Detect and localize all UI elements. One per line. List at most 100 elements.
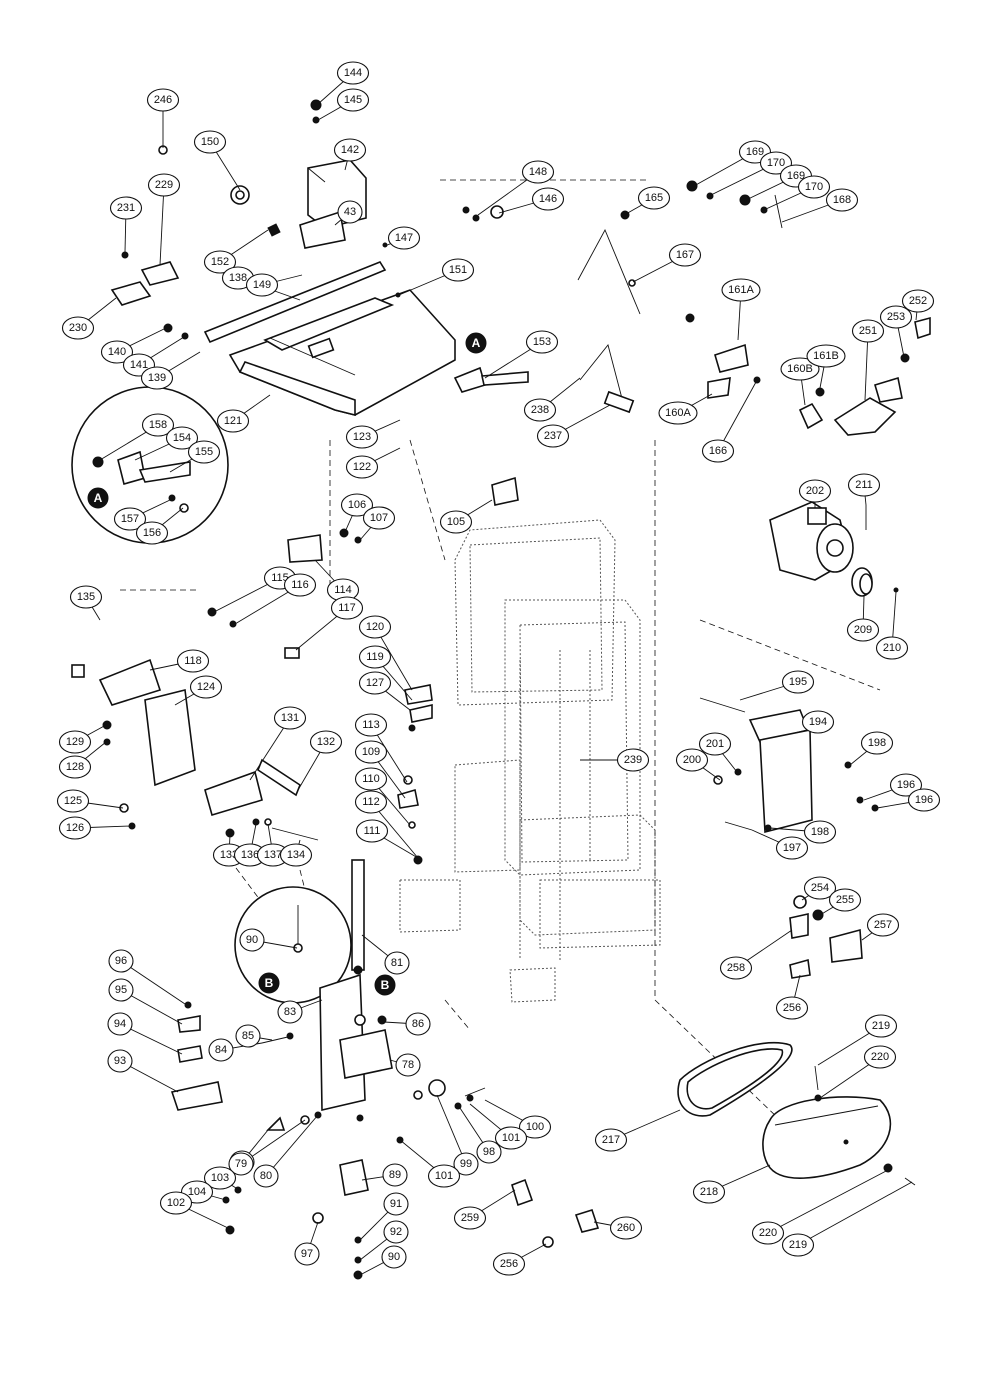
- part-callout: 158: [141, 413, 175, 437]
- callout-label: 255: [836, 894, 854, 906]
- callout-label: 138: [229, 272, 247, 284]
- lower-riser-assembly: [170, 859, 600, 1280]
- part-callout: 146: [531, 187, 565, 211]
- callout-label: 194: [809, 716, 827, 728]
- detail-marker-letter: A: [94, 491, 103, 505]
- callout-ring: [354, 740, 388, 764]
- callout-label: 125: [64, 795, 82, 807]
- callout-label: 157: [121, 513, 139, 525]
- callout-label: 217: [602, 1134, 620, 1146]
- part-callout: 103: [203, 1166, 237, 1190]
- callout-label: 132: [317, 736, 335, 748]
- part-callout: 201: [698, 732, 732, 756]
- callout-label: 167: [676, 249, 694, 261]
- callout-ring: [107, 1049, 133, 1073]
- motor-assembly: [769, 501, 899, 597]
- part-callout: 254: [803, 876, 837, 900]
- part-callout: 151: [441, 258, 475, 282]
- callout-ring: [701, 439, 735, 463]
- callout-label: 114: [334, 584, 352, 596]
- callout-ring: [721, 278, 761, 302]
- callout-ring: [781, 670, 815, 694]
- callout-label: 166: [709, 445, 727, 457]
- part-callout: 99: [453, 1152, 479, 1176]
- callout-label: 133: [220, 849, 238, 861]
- cover-bracket-parts: [789, 895, 863, 979]
- callout-label: 81: [391, 957, 403, 969]
- part-callout: 120: [358, 615, 392, 639]
- callout-ring: [803, 820, 837, 844]
- callout-label: 161B: [813, 350, 839, 362]
- callout-ring: [797, 175, 831, 199]
- part-callout: 167: [668, 243, 702, 267]
- callout-label: 102: [167, 1197, 185, 1209]
- part-callout: 229: [147, 173, 181, 197]
- callout-label: 219: [872, 1020, 890, 1032]
- detail-marker-badge: [87, 487, 109, 509]
- part-callout: 102: [159, 1191, 193, 1215]
- callout-label: 148: [529, 166, 547, 178]
- part-callout: 170: [759, 151, 793, 175]
- callout-ring: [159, 1191, 193, 1215]
- callout-ring: [358, 671, 392, 695]
- part-callout: 84: [208, 1038, 234, 1062]
- callout-label: 230: [69, 322, 87, 334]
- part-callout: 155: [187, 440, 221, 464]
- callout-label: 211: [855, 479, 873, 491]
- part-callout: 98: [476, 1140, 502, 1164]
- detail-marker-badge: [258, 972, 280, 994]
- callout-bubbles: 1441452461501421481461691701691701681652…: [56, 61, 941, 1276]
- callout-ring: [309, 730, 343, 754]
- callout-label: 134: [287, 849, 305, 861]
- leader-line: [159, 184, 165, 266]
- callout-ring: [494, 1126, 528, 1150]
- part-callout: 43: [337, 200, 363, 224]
- part-callout: 220: [863, 1045, 897, 1069]
- callout-label: 90: [246, 934, 258, 946]
- callout-ring: [203, 250, 237, 274]
- part-callout: 112: [354, 790, 388, 814]
- callout-label: 170: [767, 157, 785, 169]
- callout-ring: [453, 1206, 487, 1230]
- callout-label: 94: [114, 1018, 126, 1030]
- callout-label: 140: [108, 346, 126, 358]
- callout-label: 89: [389, 1169, 401, 1181]
- part-callout: 157: [113, 507, 147, 531]
- part-callout: 259: [453, 1206, 487, 1230]
- callout-label: 127: [366, 677, 384, 689]
- callout-label: 196: [897, 779, 915, 791]
- callout-label: 229: [155, 179, 173, 191]
- callout-ring: [441, 258, 475, 282]
- callout-ring: [354, 790, 388, 814]
- part-callout: 109: [354, 740, 388, 764]
- part-callout: 90: [239, 928, 265, 952]
- callout-label: 115: [271, 572, 289, 584]
- callout-label: 118: [184, 655, 202, 667]
- callout-ring: [176, 649, 210, 673]
- part-callout: 198: [860, 731, 894, 755]
- part-callout: 97: [294, 1242, 320, 1266]
- callout-ring: [781, 1233, 815, 1257]
- part-callout: 81: [384, 951, 410, 975]
- part-callout: 217: [594, 1128, 628, 1152]
- part-callout: 252: [901, 289, 935, 313]
- callout-label: 170: [805, 181, 823, 193]
- part-callout: 149: [245, 273, 279, 297]
- callout-ring: [382, 1163, 408, 1187]
- callout-label: 105: [447, 516, 465, 528]
- callout-label: 156: [143, 527, 161, 539]
- callout-label: 246: [154, 94, 172, 106]
- part-callout: 117: [330, 596, 364, 620]
- callout-ring: [775, 836, 809, 860]
- callout-label: 218: [700, 1186, 718, 1198]
- callout-ring: [283, 573, 317, 597]
- part-callout: 126: [58, 816, 92, 840]
- callout-ring: [354, 767, 388, 791]
- callout-ring: [337, 200, 363, 224]
- callout-ring: [536, 424, 570, 448]
- callout-ring: [193, 130, 227, 154]
- callout-label: 260: [617, 1222, 635, 1234]
- callout-label: 128: [66, 761, 84, 773]
- callout-label: 96: [115, 955, 127, 967]
- part-callout: 239: [616, 748, 650, 772]
